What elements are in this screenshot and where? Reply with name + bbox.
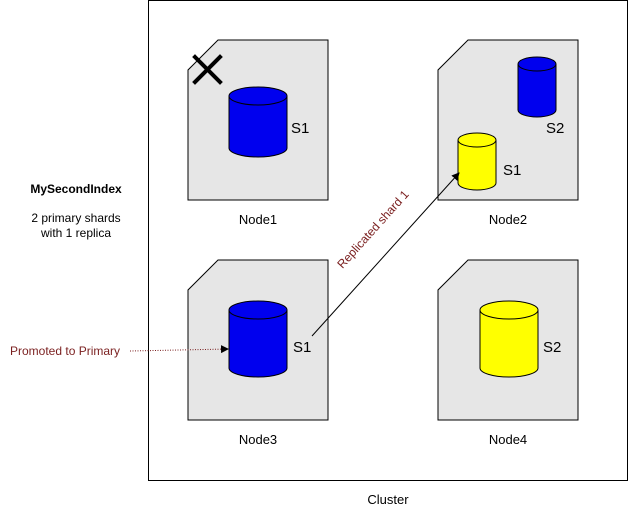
node2-shard-s2-cylinder (517, 56, 557, 118)
node1-shard-label: S1 (291, 120, 310, 137)
index-description-line1: 2 primary shards (31, 211, 121, 225)
node4-name: Node4 (488, 432, 528, 447)
index-description-line2: with 1 replica (40, 226, 112, 240)
node2-shard-s2-label: S2 (546, 120, 565, 137)
node3-shard-label: S1 (293, 339, 312, 356)
x-mark-icon (192, 54, 223, 85)
node1-shard-s1-cylinder (228, 86, 288, 158)
node3-name: Node3 (238, 432, 278, 447)
promoted-label: Promoted to Primary (10, 344, 121, 358)
node2-shard-s1-label: S1 (503, 162, 522, 179)
index-name: MySecondIndex (30, 182, 122, 196)
node4-shard-s2-cylinder (479, 300, 539, 378)
node4-shard-label: S2 (543, 339, 562, 356)
cluster-label: Cluster (367, 492, 409, 507)
node2-shard-s1-cylinder (457, 132, 497, 191)
node2-name: Node2 (488, 212, 528, 227)
replication-arrow (311, 172, 460, 337)
node1-name: Node1 (238, 212, 278, 227)
node3-shard-s1-cylinder (228, 300, 288, 378)
